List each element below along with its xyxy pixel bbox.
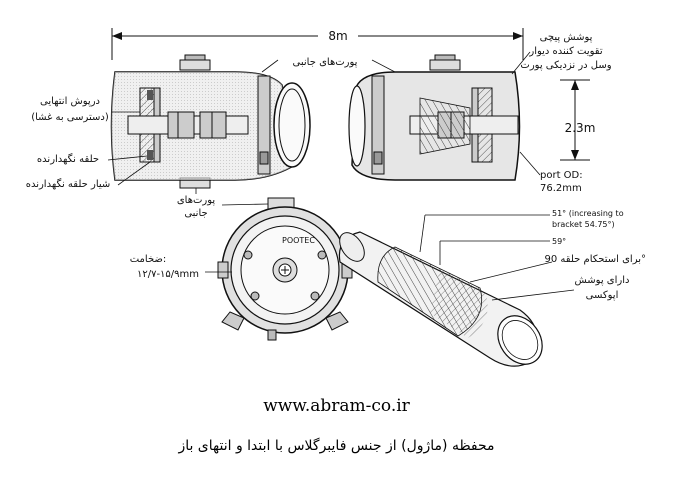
side-ports-bottom-sub-label: جانبی: [184, 208, 207, 219]
side-ports-top-group: پورت‌های جانبی: [261, 57, 396, 73]
front-view: POOTEC: [217, 197, 353, 341]
website-url: www.abram-co.ir: [263, 396, 410, 416]
angle-59-label: 59°: [552, 237, 566, 246]
epoxy-label: دارای پوشش: [575, 275, 630, 286]
angle-51-sub-label: bracket 54.75°): [552, 220, 615, 229]
thickness-label: ضخامت:: [130, 254, 167, 265]
end-cap-label: درپوش انتهایی: [40, 96, 100, 107]
left-labels: درپوش انتهایی (دسترسی به غشا) حلقه نگهدا…: [26, 96, 151, 190]
front-labels: پورت‌های جانبی ضخامت: ۱۲/۷-۱۵/۹mm: [130, 188, 269, 280]
fiberglass-vessel-diagram: 8m پورت‌های جانبی درپو: [26, 26, 646, 367]
angle-51-label: 51° (increasing to: [552, 209, 624, 218]
epoxy-sub-label: اپوکسی: [586, 290, 619, 301]
port-od-value: 76.2mm: [540, 183, 582, 194]
length-label: 8m: [328, 29, 347, 43]
threaded-cover-label: پوشش پیچی: [540, 32, 593, 43]
right-vessel-end: [348, 54, 521, 181]
end-cap-sub-label: (دسترسی به غشا): [31, 112, 109, 123]
hoop-label: برای استحکام حلقه 90°: [545, 254, 646, 265]
wound-tube: [338, 231, 543, 367]
tube-labels: 51° (increasing to bracket 54.75°) 59° ب…: [419, 209, 646, 301]
diameter-label: 2.3m: [565, 121, 596, 135]
threaded-cover-label-2: تقویت کننده دیوار: [528, 46, 602, 57]
retaining-ring-groove-label: شیار حلقه نگهدارنده: [26, 178, 111, 190]
left-vessel-end: [110, 54, 311, 189]
length-dimension: 8m: [111, 26, 524, 60]
right-labels: پوشش پیچی تقویت کننده دیوار وسل در نزدیک…: [511, 32, 612, 194]
retaining-ring-label: حلقه نگهدارنده: [37, 153, 99, 165]
side-ports-bottom-label: پورت‌های: [177, 195, 216, 206]
end-plate-text: POOTEC: [282, 236, 315, 245]
figure-caption: محفظه (ماژول) از جنس فایبرگلاس با ابتدا …: [178, 438, 495, 454]
thickness-value: ۱۲/۷-۱۵/۹mm: [137, 269, 199, 280]
port-od-label: port OD:: [540, 170, 583, 181]
threaded-cover-label-3: وسل در نزدیکی پورت: [520, 60, 611, 71]
side-ports-top-label: پورت‌های جانبی: [293, 57, 358, 68]
